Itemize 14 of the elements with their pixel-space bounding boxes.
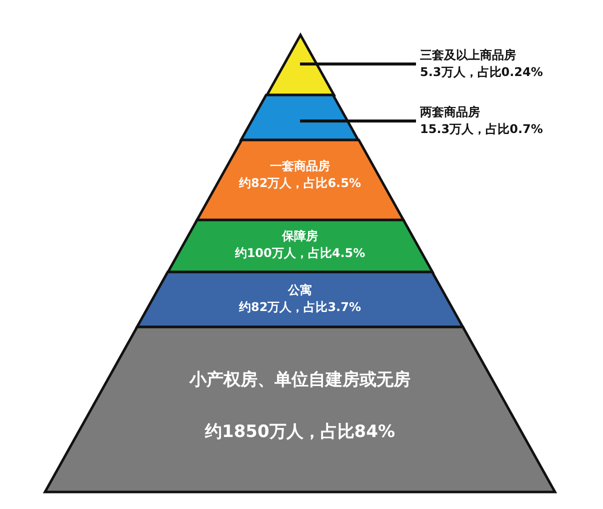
- band-title: 一套商品房: [270, 158, 330, 175]
- band-title: 小产权房、单位自建房或无房: [190, 369, 410, 391]
- callout-figure: 5.3万人，占比0.24%: [420, 64, 543, 81]
- band-figure: 约82万人，占比6.5%: [239, 175, 361, 192]
- leader-line: [300, 120, 416, 122]
- callout-title: 两套商品房: [420, 104, 481, 121]
- band-figure: 约1850万人，占比84%: [204, 421, 395, 443]
- band-title: 保障房: [282, 228, 318, 245]
- callout-figure: 15.3万人，占比0.7%: [420, 121, 543, 138]
- band-title: 公寓: [288, 282, 312, 299]
- band-figure: 约82万人，占比3.7%: [239, 299, 361, 316]
- band-figure: 约100万人，占比4.5%: [234, 245, 366, 262]
- leader-line: [300, 62, 416, 66]
- callout-title: 三套及以上商品房: [420, 47, 517, 64]
